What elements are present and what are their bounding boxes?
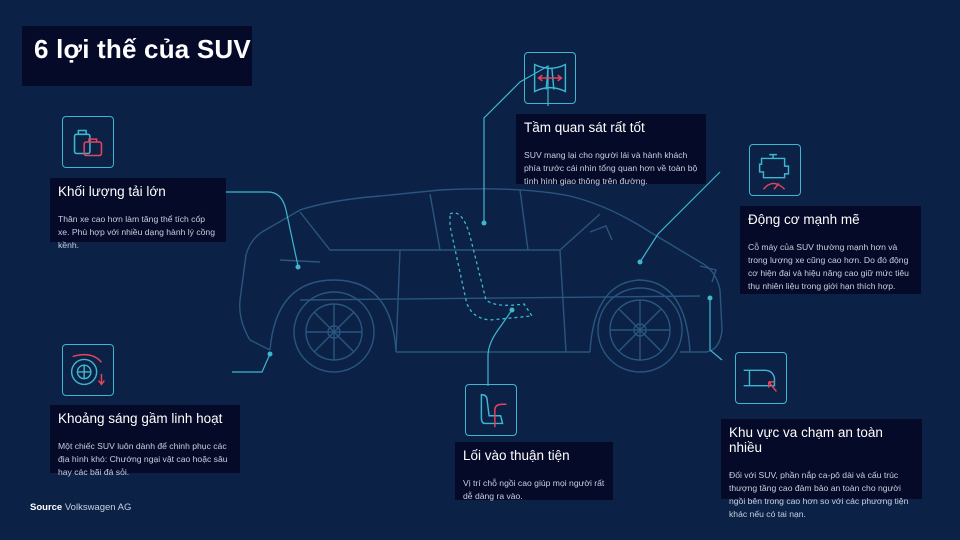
engine-title: Động cơ mạnh mẽ (748, 212, 860, 227)
page-title: 6 lợi thế của SUV (34, 34, 251, 64)
car-seat-icon (465, 384, 517, 436)
visibility-title: Tầm quan sát rất tốt (524, 120, 645, 135)
access-card: Lối vào thuận tiện Vị trí chỗ ngồi cao g… (455, 442, 613, 501)
engine-card: Động cơ mạnh mẽ Cỗ máy của SUV thường mạ… (740, 206, 921, 294)
engine-description: Cỗ máy của SUV thường mạnh hơn và trong … (748, 242, 909, 291)
title-banner: 6 lợi thế của SUV (22, 26, 252, 86)
luggage-icon (62, 116, 114, 168)
crash-zone-icon (735, 352, 787, 404)
road-view-icon (524, 52, 576, 104)
visibility-card: Tầm quan sát rất tốt SUV mang lại cho ng… (516, 114, 706, 186)
cargo-card: Khối lượng tải lớn Thân xe cao hơn làm t… (50, 178, 226, 250)
source-value: Volkswagen AG (64, 502, 132, 513)
safety-card: Khu vực va chạm an toàn nhiều Đối với SU… (721, 419, 922, 519)
safety-description: Đối với SUV, phần nắp ca-pô dài và cấu t… (729, 470, 909, 519)
access-title: Lối vào thuận tiện (463, 448, 570, 463)
cargo-description: Thân xe cao hơn làm tăng thể tích cốp xe… (58, 214, 215, 250)
access-description: Vị trí chỗ ngồi cao giúp mọi người rất d… (463, 478, 605, 501)
source-label: Source (30, 502, 63, 513)
clearance-card: Khoảng sáng gầm linh hoạt Một chiếc SUV … (50, 405, 240, 477)
clearance-description: Một chiếc SUV luôn dành để chinh phục cá… (58, 441, 228, 477)
safety-title: Khu vực va chạm an toàn nhiều (729, 425, 883, 455)
cargo-title: Khối lượng tải lớn (58, 184, 166, 199)
source-credit: Source Volkswagen AG (30, 502, 131, 513)
clearance-title: Khoảng sáng gầm linh hoạt (58, 411, 223, 426)
engine-icon (749, 144, 801, 196)
wheel-clearance-icon (62, 344, 114, 396)
visibility-description: SUV mang lại cho người lái và hành khách… (524, 150, 698, 186)
